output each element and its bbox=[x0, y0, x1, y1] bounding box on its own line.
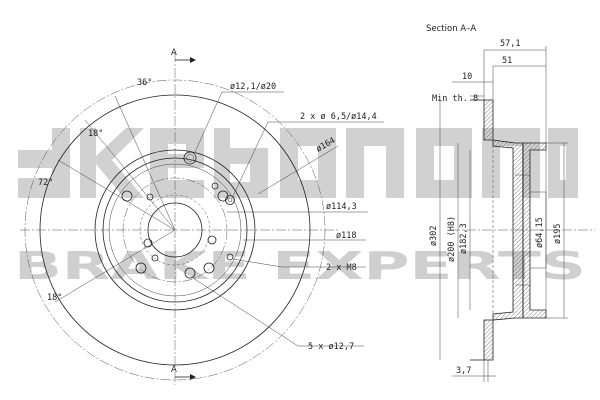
friction-inner-circle bbox=[94, 149, 256, 311]
section-hat-top bbox=[522, 142, 547, 319]
bolt-hole bbox=[203, 262, 215, 274]
section-arrow-head-bottom bbox=[190, 374, 196, 380]
dim-10: 10 bbox=[462, 72, 472, 82]
leader-holes-6-5 bbox=[232, 121, 384, 197]
dim-51: 51 bbox=[502, 56, 512, 66]
angle-label-18-top: 18° bbox=[88, 129, 103, 139]
dim-min-th: Min th. 8 bbox=[432, 94, 478, 104]
screw-hole-inner bbox=[227, 197, 233, 203]
section-label-bottom: A bbox=[171, 365, 177, 375]
bolt-hole-lower bbox=[184, 267, 196, 279]
angle-line-72 bbox=[57, 159, 176, 231]
label-holes-6-5-14-4: 2 x ø 6,5/ø14,4 bbox=[300, 112, 377, 122]
small-hole bbox=[211, 182, 219, 190]
leader-hole-12-1 bbox=[194, 91, 284, 153]
screw-hole bbox=[225, 195, 235, 205]
small-hole bbox=[207, 235, 217, 245]
dim-57-1: 57,1 bbox=[500, 39, 520, 49]
dim-d182-3: ø182,3 bbox=[459, 223, 469, 254]
construction-arc bbox=[24, 79, 326, 381]
label-m8: 2 x M8 bbox=[326, 263, 357, 273]
section-title: Section A–A bbox=[426, 24, 476, 34]
angle-line-18-top bbox=[84, 119, 176, 231]
hat-step-circle bbox=[108, 163, 242, 297]
bolt-circle bbox=[122, 177, 228, 283]
watermark-logo: BRAKE EXPERTS bbox=[14, 128, 586, 288]
dim-d64-15: ø64,15 bbox=[535, 217, 545, 248]
angle-line-18-bottom bbox=[54, 229, 176, 303]
label-d118: ø118 bbox=[336, 231, 356, 241]
bolt-hole bbox=[135, 262, 147, 274]
small-holes bbox=[143, 182, 235, 279]
bolt-hole bbox=[121, 190, 133, 202]
section-label-top: A bbox=[171, 48, 177, 58]
section-view: Section A–A 57,1 51 10 Min th. 8 ø3 bbox=[426, 24, 595, 382]
disc-outer-circle bbox=[39, 94, 311, 366]
leader-d164 bbox=[257, 145, 339, 195]
leader-m8 bbox=[232, 258, 366, 268]
section-marker-bottom: A bbox=[171, 365, 196, 380]
hat-outer-circle bbox=[102, 157, 248, 303]
label-hole-12-1-20: ø12,1/ø20 bbox=[230, 82, 276, 92]
section-marker-top: A bbox=[171, 48, 196, 63]
dim-d195: ø195 bbox=[553, 224, 563, 244]
angle-label-72: 72° bbox=[38, 178, 53, 188]
angle-label-18-bottom: 18° bbox=[47, 293, 62, 303]
small-hole bbox=[151, 254, 159, 262]
section-friction-ring-top bbox=[483, 99, 494, 141]
section-friction-ring-bottom bbox=[483, 319, 494, 361]
small-hole bbox=[146, 193, 154, 201]
angle-line-36 bbox=[114, 95, 176, 231]
m8-hole bbox=[226, 253, 234, 261]
small-hole bbox=[143, 238, 153, 248]
dim-3-7: 3,7 bbox=[456, 366, 471, 376]
front-view: A A 36° 18° 72° 18° ø12,1/ø20 2 x ø 6,5/… bbox=[20, 48, 384, 385]
label-bolt-holes: 5 x ø12,7 bbox=[308, 342, 354, 352]
bolt-hole bbox=[183, 151, 197, 165]
center-bore-circle bbox=[147, 202, 203, 258]
hub-hidden-circle bbox=[139, 194, 211, 266]
section-hat-wall bbox=[492, 139, 524, 321]
bolt-hole-inner bbox=[186, 154, 194, 162]
label-d114-3: ø114,3 bbox=[326, 202, 357, 212]
dim-d302: ø302 bbox=[429, 226, 439, 246]
leader-bolt-holes bbox=[192, 277, 364, 347]
angle-label-36: 36° bbox=[137, 78, 152, 88]
dim-d200: ø200 (H8) bbox=[447, 216, 457, 262]
section-arrow-head-top bbox=[190, 57, 196, 63]
